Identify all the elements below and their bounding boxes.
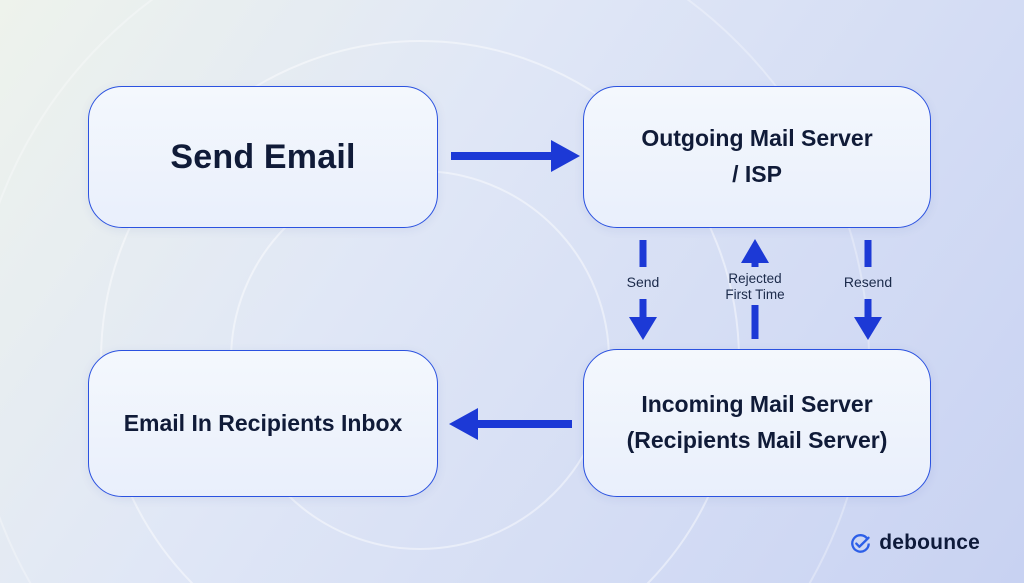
node-label: Email In Recipients Inbox [123,409,403,436]
arrow-label-resend: Resend [843,274,893,290]
debounce-logo: debounce [849,531,980,555]
arrow-label-rejected-first-time: Rejected First Time [700,271,810,302]
logo-text: debounce [879,531,980,554]
node-label: Send Email [170,137,356,176]
debounce-check-icon [851,533,871,553]
arrow-label-line: Rejected [728,271,782,286]
node-send-email: Send Email [88,86,438,228]
node-label: (Recipients Mail Server) [626,427,888,453]
arrow-left-icon [449,408,572,440]
node-outgoing-mail-server: Outgoing Mail Server / ISP [583,86,931,228]
arrow-right-icon [451,140,580,172]
node-incoming-mail-server: Incoming Mail Server (Recipients Mail Se… [583,349,931,497]
arrow-label-send: Send [626,274,660,290]
node-label: Outgoing Mail Server [641,125,873,152]
node-email-in-recipients-inbox: Email In Recipients Inbox [88,350,438,497]
node-label: / ISP [732,161,782,187]
arrow-label-line: First Time [725,286,785,302]
node-label: Incoming Mail Server [641,391,873,418]
